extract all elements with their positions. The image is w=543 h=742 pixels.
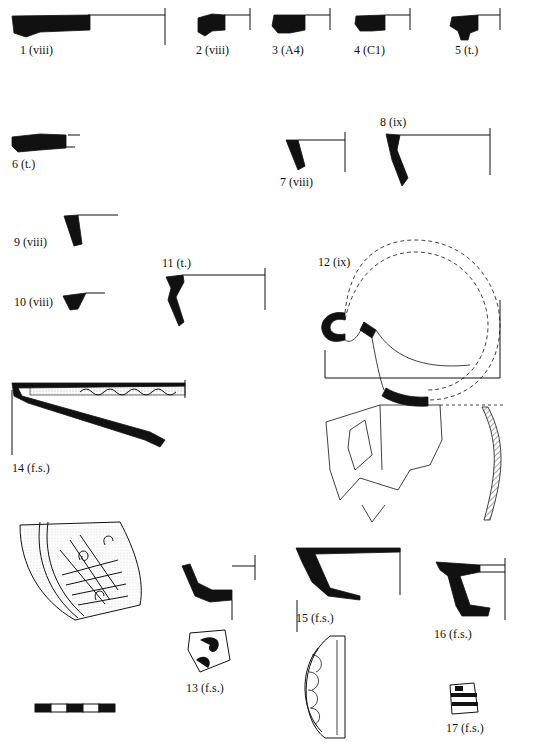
callout-number: 17 (f.s.) (446, 722, 484, 734)
callout-number: 3 (A4) (272, 44, 304, 56)
callout-number: 6 (t.) (12, 158, 35, 170)
callout-number: 16 (f.s.) (434, 628, 472, 640)
callout-number: 2 (viii) (196, 44, 229, 56)
callout-number: 12 (ix) (318, 256, 350, 268)
callout-number: 9 (viii) (14, 236, 47, 248)
callout-number: 15 (f.s.) (296, 612, 334, 624)
callout-number: 13 (f.s.) (186, 682, 224, 694)
callout-number: 5 (t.) (455, 44, 478, 56)
callout-number: 1 (viii) (20, 44, 53, 56)
callout-number: 7 (viii) (280, 176, 313, 188)
callout-number: 11 (t.) (162, 257, 191, 269)
callout-number: 8 (ix) (380, 116, 406, 128)
callout-number: 4 (C1) (354, 44, 385, 56)
callout-number: 14 (f.s.) (12, 462, 50, 474)
callout-number: 10 (viii) (14, 296, 53, 308)
